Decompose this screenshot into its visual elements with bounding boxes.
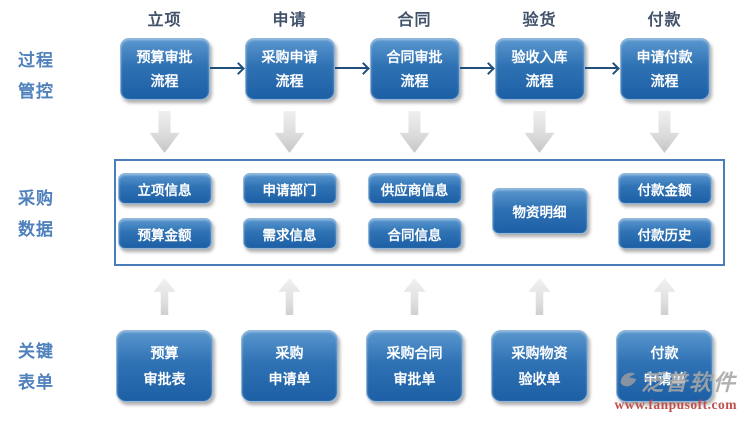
down-block-arrow-icon [149, 111, 180, 153]
data-box-material-details: 物资明细 [491, 188, 588, 234]
process-box-contract-approval: 合同审批 流程 [369, 38, 460, 100]
process-box-receiving-warehousing: 验收入库 流程 [494, 38, 585, 100]
procurement-data-frame [114, 159, 725, 266]
up-block-arrow-icon [403, 278, 426, 315]
flow-arrow-icon [210, 67, 243, 69]
process-row: 预算审批 流程 采购申请 流程 合同审批 流程 验收入库 流程 申请付款 流程 [102, 38, 727, 100]
flow-arrow-icon [460, 67, 493, 69]
data-box-budget-amount: 预算金额 [117, 218, 212, 249]
row-label-process-control: 过程 管控 [18, 51, 54, 101]
flow-arrow-icon [585, 67, 618, 69]
data-box-supplier-info: 供应商信息 [367, 173, 462, 204]
data-box-requesting-department: 申请部门 [242, 173, 337, 204]
form-box-contract-approval-form: 采购合同 审批单 [366, 330, 463, 402]
up-block-arrow-icon [653, 278, 676, 315]
up-arrow-row [102, 278, 727, 315]
data-box-payment-amount: 付款金额 [617, 173, 712, 204]
process-box-payment-request: 申请付款 流程 [619, 38, 710, 100]
data-row: 立项信息 预算金额 申请部门 需求信息 供应商信息 合同信息 物资明细 付款金额… [102, 167, 727, 255]
up-block-arrow-icon [278, 278, 301, 315]
stage-header-payment: 付款 [647, 12, 682, 29]
fanpu-watermark: 泛普软件 www.fanpusoft.com [614, 369, 737, 413]
form-box-purchase-request-form: 采购 申请单 [241, 330, 338, 402]
down-arrow-row [102, 111, 727, 153]
down-block-arrow-icon [649, 111, 680, 153]
stage-header-contract: 合同 [397, 12, 432, 29]
forms-row: 预算 审批表 采购 申请单 采购合同 审批单 采购物资 验收单 付款 申请单 [102, 330, 727, 402]
down-block-arrow-icon [274, 111, 305, 153]
data-box-payment-history: 付款历史 [617, 218, 712, 249]
data-box-project-info: 立项信息 [117, 173, 212, 204]
stage-header-project-initiation: 立项 [147, 12, 182, 29]
stage-header-application: 申请 [272, 12, 307, 29]
row-label-procurement-data: 采购 数据 [18, 189, 54, 239]
fanpu-logo-text: 泛普软件 [640, 370, 737, 395]
form-box-budget-approval-form: 预算 审批表 [116, 330, 213, 402]
fanpu-url-text: www.fanpusoft.com [614, 397, 737, 412]
flow-arrow-icon [335, 67, 368, 69]
data-box-contract-info: 合同信息 [367, 218, 462, 249]
row-label-key-forms: 关键 表单 [18, 342, 54, 392]
down-block-arrow-icon [399, 111, 430, 153]
up-block-arrow-icon [153, 278, 176, 315]
stage-header-row: 立项 申请 合同 验货 付款 [102, 6, 727, 30]
form-box-material-acceptance-form: 采购物资 验收单 [491, 330, 588, 402]
process-box-budget-approval: 预算审批 流程 [119, 38, 210, 100]
data-box-demand-info: 需求信息 [242, 218, 337, 249]
stage-header-inspection: 验货 [522, 12, 557, 29]
process-box-purchase-request: 采购申请 流程 [244, 38, 335, 100]
form-box-payment-request-form: 付款 申请单 [616, 330, 713, 402]
fanpu-logo-icon [616, 369, 640, 397]
down-block-arrow-icon [524, 111, 555, 153]
up-block-arrow-icon [528, 278, 551, 315]
